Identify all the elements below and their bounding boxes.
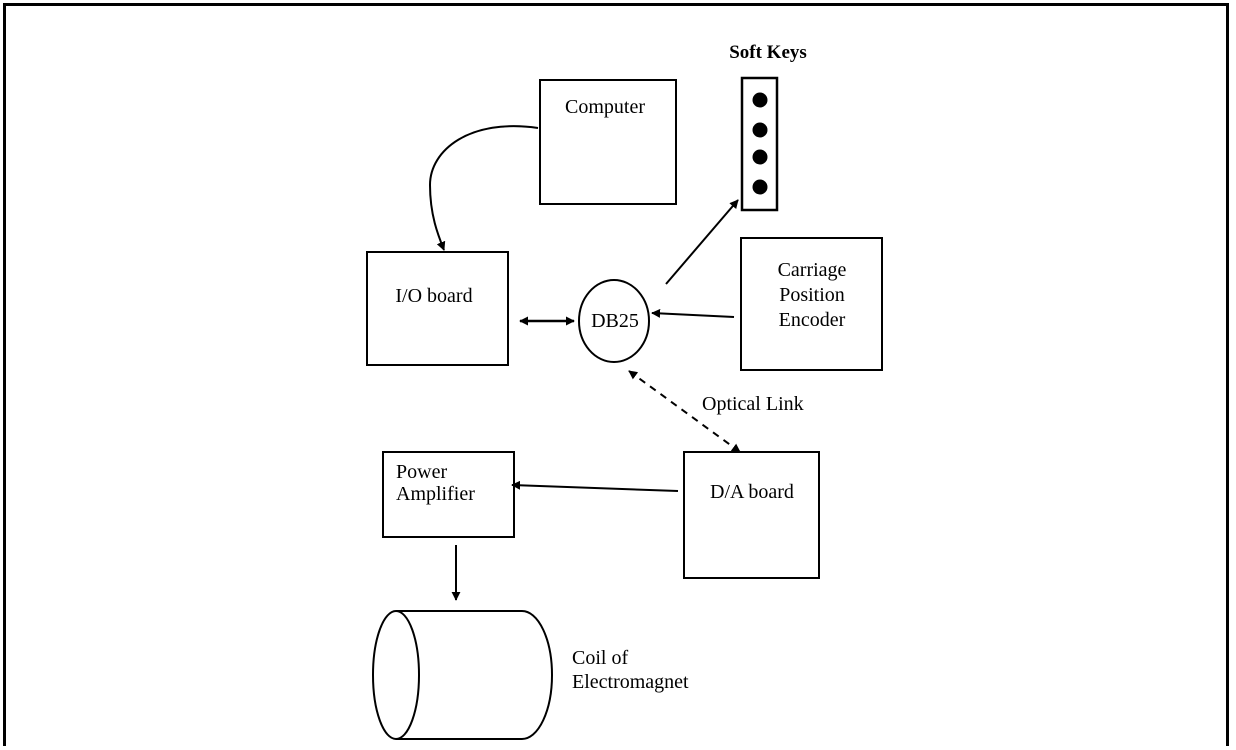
io-board-node: I/O board [367, 252, 508, 365]
power-amplifier-node: Power Amplifier [383, 452, 514, 537]
soft-key-1 [753, 93, 768, 108]
soft-key-2 [753, 123, 768, 138]
da-board-node: D/A board [684, 452, 819, 578]
power-amplifier-label-line1: Power [396, 461, 447, 483]
io-board-label: I/O board [395, 285, 472, 307]
edge-encoder-to-db25 [652, 313, 734, 317]
optical-link-label: Optical Link [702, 393, 804, 415]
edge-computer-to-io-board [430, 126, 538, 250]
soft-key-3 [753, 150, 768, 165]
soft-keys-label: Soft Keys [729, 42, 807, 63]
computer-node: Computer [540, 80, 676, 204]
soft-keys-node: Soft Keys [729, 42, 807, 210]
edge-da-to-power-amplifier [512, 485, 678, 491]
coil-label-line2: Electromagnet [572, 671, 689, 693]
carriage-label-line3: Encoder [779, 309, 846, 331]
coil-node: Coil of Electromagnet [373, 611, 689, 739]
edge-db25-to-soft-keys [666, 200, 738, 284]
carriage-position-encoder-node: Carriage Position Encoder [741, 238, 882, 370]
coil-label-line1: Coil of [572, 647, 628, 669]
computer-label: Computer [565, 96, 645, 118]
db25-label: DB25 [591, 310, 639, 332]
db25-node: DB25 [579, 280, 649, 362]
soft-key-4 [753, 180, 768, 195]
power-amplifier-label-line2: Amplifier [396, 483, 475, 505]
da-board-label: D/A board [710, 481, 794, 503]
carriage-label-line2: Position [779, 284, 845, 306]
carriage-label-line1: Carriage [778, 259, 847, 281]
